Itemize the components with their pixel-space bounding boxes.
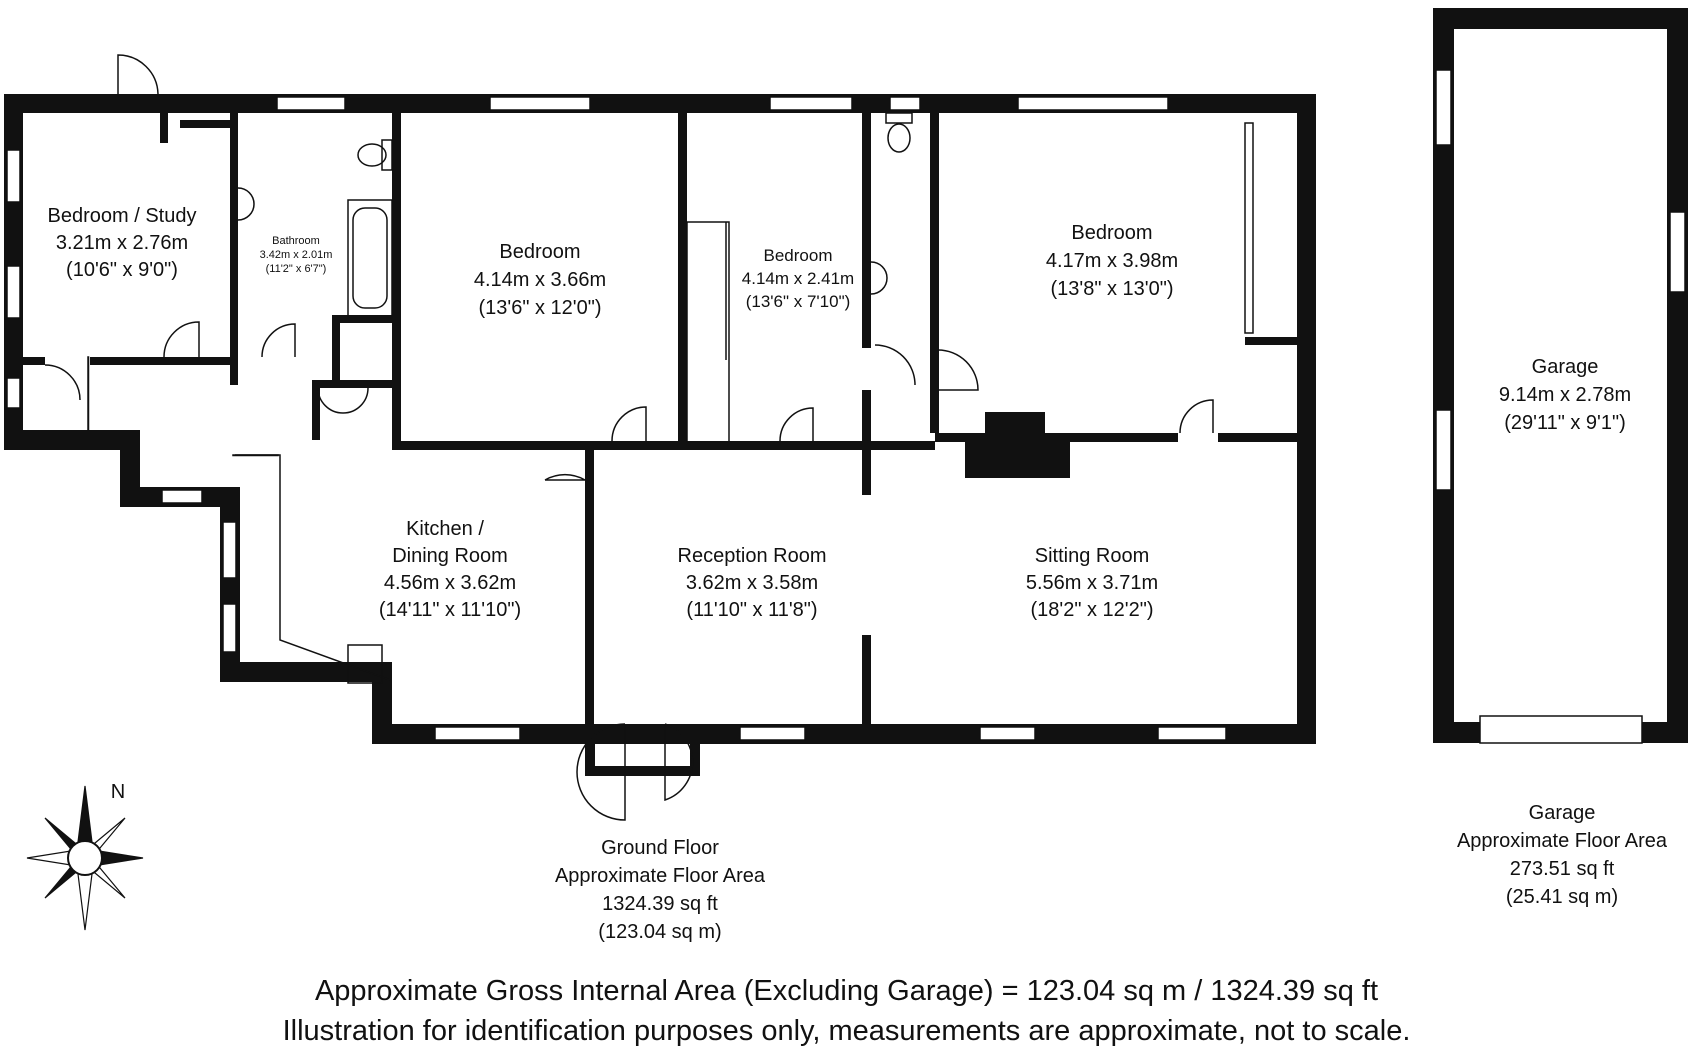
room-reception: Reception Room 3.62m x 3.58m (11'10" x 1… — [678, 545, 827, 621]
room-size-imperial: (11'2" x 6'7") — [266, 263, 327, 275]
room-kitchen: Kitchen / Dining Room 4.56m x 3.62m (14'… — [379, 518, 521, 621]
room-size-imperial: (13'6" x 12'0") — [478, 297, 601, 319]
room-name: Garage — [1532, 356, 1599, 378]
area-sqft: 1324.39 sq ft — [602, 893, 718, 915]
room-name: Bedroom — [499, 241, 580, 263]
room-size-imperial: (11'10" x 11'8") — [686, 599, 817, 621]
room-size-metric: 3.62m x 3.58m — [686, 572, 818, 594]
room-bedroom-1: Bedroom 4.14m x 3.66m (13'6" x 12'0") — [474, 241, 606, 319]
area-subtitle: Approximate Floor Area — [1457, 830, 1668, 852]
room-size-imperial: (14'11" x 11'10") — [379, 599, 521, 621]
room-name: Sitting Room — [1035, 545, 1150, 567]
room-size-metric: 9.14m x 2.78m — [1499, 384, 1631, 406]
room-size-metric: 4.56m x 3.62m — [384, 572, 516, 594]
room-size-metric: 4.14m x 3.66m — [474, 269, 606, 291]
area-sqm: (25.41 sq m) — [1506, 886, 1618, 908]
area-title: Ground Floor — [601, 837, 719, 859]
garage-windows — [1435, 69, 1686, 744]
room-size-imperial: (18'2" x 12'2") — [1030, 599, 1153, 621]
room-size-imperial: (10'6" x 9'0") — [66, 259, 178, 281]
north-label: N — [111, 781, 125, 803]
room-size-imperial: (29'11" x 9'1") — [1504, 412, 1626, 434]
bathtub-icon — [347, 199, 393, 319]
room-size-metric: 5.56m x 3.71m — [1026, 572, 1158, 594]
room-bedroom-2: Bedroom 4.14m x 2.41m (13'6" x 7'10") — [742, 246, 854, 311]
interior-walls — [23, 113, 1316, 735]
room-name-line2: Dining Room — [392, 545, 508, 567]
room-name: Reception Room — [678, 545, 827, 567]
room-size-imperial: (13'6" x 7'10") — [746, 292, 851, 311]
room-size-metric: 4.14m x 2.41m — [742, 269, 854, 288]
fixtures — [87, 122, 1254, 684]
room-size-metric: 3.21m x 2.76m — [56, 232, 188, 254]
room-name-line1: Kitchen / — [406, 518, 484, 540]
garage-area: Garage Approximate Floor Area 273.51 sq … — [1457, 802, 1668, 908]
compass-rose-icon — [26, 785, 144, 931]
room-size-metric: 4.17m x 3.98m — [1046, 250, 1178, 272]
area-subtitle: Approximate Floor Area — [555, 865, 766, 887]
basin-icon — [237, 187, 888, 295]
room-size-imperial: (13'8" x 13'0") — [1050, 278, 1173, 300]
ground-floor-area: Ground Floor Approximate Floor Area 1324… — [555, 837, 766, 943]
area-sqft: 273.51 sq ft — [1510, 858, 1615, 880]
room-size-metric: 3.42m x 2.01m — [260, 249, 333, 261]
doors — [44, 54, 1214, 821]
toilet-icon — [357, 112, 913, 171]
room-bedroom-3: Bedroom 4.17m x 3.98m (13'8" x 13'0") — [1046, 222, 1178, 300]
room-name: Bathroom — [272, 235, 320, 247]
room-bathroom: Bathroom 3.42m x 2.01m (11'2" x 6'7") — [260, 235, 333, 275]
room-sitting: Sitting Room 5.56m x 3.71m (18'2" x 12'2… — [1026, 545, 1158, 621]
area-title: Garage — [1529, 802, 1596, 824]
room-garage: Garage 9.14m x 2.78m (29'11" x 9'1") — [1499, 356, 1631, 434]
windows — [6, 96, 1227, 741]
footer-disclaimer: Illustration for identification purposes… — [282, 1015, 1411, 1047]
area-sqm: (123.04 sq m) — [598, 921, 721, 943]
room-bedroom-study: Bedroom / Study 3.21m x 2.76m (10'6" x 9… — [48, 205, 197, 281]
footer-gross-area: Approximate Gross Internal Area (Excludi… — [314, 975, 1379, 1007]
room-name: Bedroom — [764, 246, 833, 265]
room-name: Bedroom — [1071, 222, 1152, 244]
room-name: Bedroom / Study — [48, 205, 197, 227]
